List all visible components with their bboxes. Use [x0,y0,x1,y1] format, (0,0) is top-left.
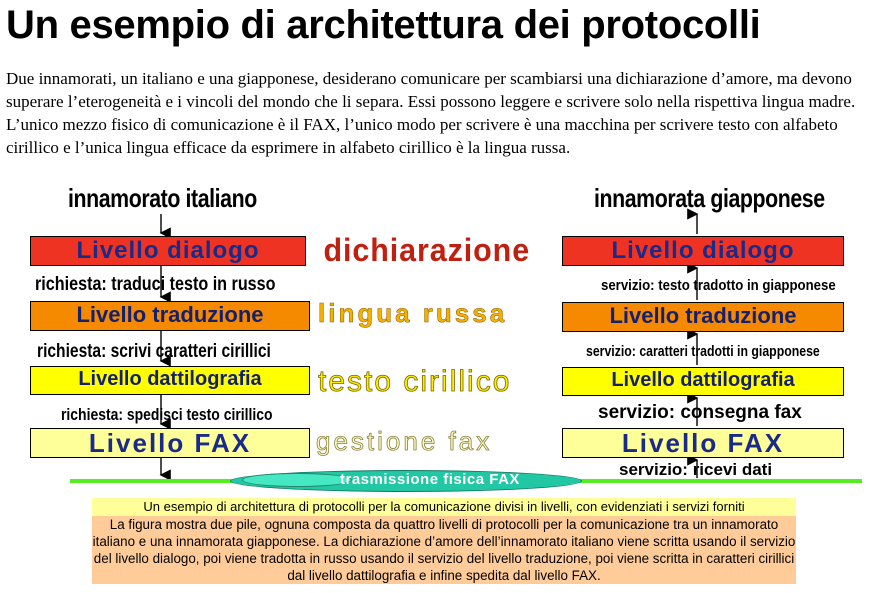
left-level-dialogo: Livello dialogo [30,236,306,266]
right-service-1: servizio: testo tradotto in giapponese [601,277,836,294]
intro-paragraph: Due innamorati, un italiano e una giappo… [6,69,856,157]
right-level-traduzione: Livello traduzione [562,302,844,332]
physical-transmission-label: trasmissione fisica FAX [340,471,520,488]
caption-body: La figura mostra due pile, ognuna compos… [92,516,796,584]
physical-transmission-inner-oval [242,473,352,487]
right-level-dialogo: Livello dialogo [562,236,844,266]
right-service-3: servizio: consegna fax [598,402,802,423]
caption-heading: Un esempio di architettura di protocolli… [92,498,796,516]
left-level-dattilografia: Livello dattilografia [30,366,310,395]
peer-protocol-traduzione: lingua russa [318,298,508,329]
peer-protocol-dialogo: dichiarazione [323,232,531,268]
left-party-label: innamorato italiano [68,183,257,213]
right-party-label: innamorata giapponese [594,183,825,213]
left-request-3: richiesta: spedisci testo cirillico [61,405,273,424]
peer-protocol-fax: gestione fax [316,426,493,457]
left-level-traduzione: Livello traduzione [30,301,310,331]
peer-protocol-dattilografia: testo cirillico [318,365,512,399]
left-request-2: richiesta: scrivi caratteri cirillici [37,341,271,362]
left-request-1: richiesta: traduci testo in russo [35,274,276,295]
right-service-2: servizio: caratteri tradotti in giappone… [586,343,820,360]
right-service-4: servizio: ricevi dati [619,460,773,479]
page-title: Un esempio di architettura dei protocoll… [6,3,761,47]
right-level-fax: Livello FAX [562,428,844,458]
left-level-fax: Livello FAX [30,428,310,458]
right-level-dattilografia: Livello dattilografia [562,367,844,396]
